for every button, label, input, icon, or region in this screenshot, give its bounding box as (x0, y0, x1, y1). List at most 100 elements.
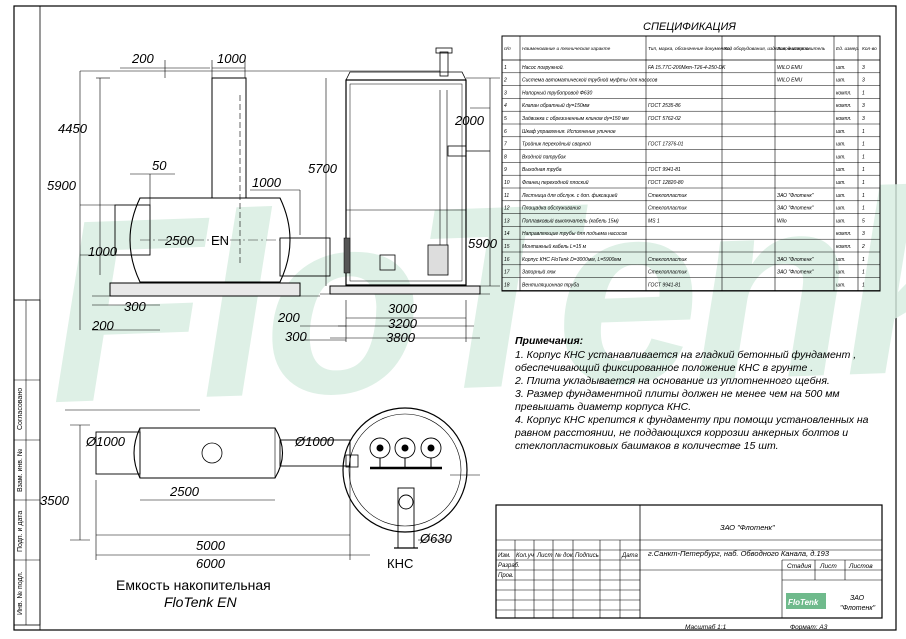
spec-cell: 15 (504, 244, 510, 250)
label-kns-plan: КНС (387, 556, 413, 571)
spec-cell: Входной патрубок (522, 153, 566, 160)
flotenk-logo (786, 593, 826, 609)
spec-table: СПЕЦИФИКАЦИЯ (501, 21, 881, 292)
spec-cell: 18 (504, 282, 510, 288)
stamp-listov: Листов (848, 563, 873, 570)
side-stamp: Согласовано Взам. инв. № Подп. и дата Ин… (13, 299, 41, 626)
dim-1000-plan: Ø1000 (85, 434, 126, 449)
dim-300-kns: 300 (285, 329, 307, 344)
plan-view (65, 407, 480, 560)
spec-cell: шт. (836, 65, 846, 71)
label-en-side: EN (211, 233, 229, 248)
spec-cell: 11 (504, 193, 509, 199)
dim-2500-side: 2500 (164, 233, 195, 248)
spec-cell: 3 (862, 231, 865, 237)
dim-5700: 5700 (308, 161, 338, 176)
spec-cell: компл. (836, 244, 852, 250)
dim-200-top: 200 (131, 51, 154, 66)
spec-header-cell: п/п (504, 46, 511, 52)
dim-3000: 3000 (388, 301, 418, 316)
watermark-logo: FloTenk (43, 135, 906, 458)
spec-cell: FA 15.77С-200Мкт-Т26-4-250-DK (648, 65, 726, 71)
spec-cell: 7 (504, 142, 507, 148)
spec-cell: 1 (862, 142, 865, 148)
spec-cell: шт. (836, 142, 846, 148)
side-stamp-agreed: Согласовано (17, 388, 24, 430)
spec-cell: шт. (836, 206, 846, 212)
tank-title-1: Емкость накопительная (116, 577, 271, 593)
spec-cell: 5 (862, 218, 865, 224)
spec-cell: 1 (862, 180, 865, 186)
note-line: равном расстоянии, не поддающихся корроз… (514, 427, 848, 439)
spec-cell: шт. (836, 270, 846, 276)
stamp-company: ЗАО "Флотенк" (720, 523, 775, 532)
spec-cell: 3 (862, 116, 865, 122)
kns-side-view (300, 47, 500, 342)
spec-cell: Стеклопластик (648, 193, 687, 199)
stamp-stadiya: Стадия (787, 562, 812, 570)
spec-cell: 1 (862, 270, 865, 276)
stamp-logo-text: FloTenk (788, 598, 819, 607)
stamp-col-date: Дата (621, 553, 638, 559)
note-line: превышать диаметр корпуса КНС. (515, 401, 691, 413)
spec-cell: 13 (504, 218, 510, 224)
spec-cell: ГОСТ 9941-81 (648, 282, 681, 288)
spec-cell: 3 (862, 78, 865, 84)
spec-cell: 1 (862, 167, 865, 173)
spec-cell: 4 (504, 103, 507, 109)
stamp-format: Формат: А3 (790, 624, 828, 631)
spec-cell: Лестница для обслуж. с доп. фиксацией (521, 192, 618, 199)
stamp-col-koluch: Кол.уч (516, 553, 534, 559)
tank-title-2: FloTenk EN (164, 594, 238, 610)
spec-cell: ГОСТ 9941-81 (648, 167, 681, 173)
spec-cell: ГОСТ 12820-80 (648, 180, 684, 186)
spec-cell: 1 (862, 154, 865, 160)
stamp-col-sign: Подпись (575, 553, 599, 559)
note-line: обеспечивающий фиксированное положение К… (515, 362, 813, 374)
spec-cell: ЗАО "Флотенк" (777, 193, 814, 199)
dim-1000-mid: 1000 (252, 175, 282, 190)
stamp-company-short-1: ЗАО (850, 595, 865, 602)
stamp-address: г.Санкт-Петербург, наб. Обводного Канала… (648, 549, 830, 558)
spec-header-cell: Наименование и техническая характе (522, 46, 611, 52)
spec-cell: Задвижка с обрезиненным клином dy=150 мм (522, 116, 629, 122)
spec-cell: Фланец переходной плоский (522, 179, 589, 186)
spec-cell: 1 (504, 65, 507, 71)
spec-cell: 1 (862, 129, 865, 135)
spec-cell: Вентиляционная труба (522, 282, 579, 288)
note-line: 1. Корпус КНС устанавливается на гладкий… (515, 349, 856, 361)
dim-5900-right: 5900 (468, 236, 498, 251)
spec-cell: Выходная труба (522, 167, 562, 173)
spec-cell: Запорный люк (522, 269, 556, 276)
spec-cell: Система автоматической трубной муфты для… (522, 77, 658, 84)
spec-cell: шт. (836, 167, 846, 173)
spec-cell: шт. (836, 180, 846, 186)
dim-200-kns: 200 (277, 310, 300, 325)
spec-cell: Шкаф управления. Исполнение уличное (522, 129, 616, 135)
notes-title: Примечания: (515, 335, 583, 347)
spec-cell: 14 (504, 231, 510, 237)
spec-cell: 5 (504, 116, 507, 122)
dim-1000-top: 1000 (217, 51, 247, 66)
spec-cell: шт. (836, 282, 846, 288)
spec-header-cell: Завод-изготовитель (777, 46, 826, 52)
side-stamp-replace: Взам. инв. № (17, 449, 24, 492)
note-line: 4. Корпус КНС крепится к фундаменту при … (515, 414, 869, 426)
spec-cell: 17 (504, 270, 510, 276)
spec-cell: MS 1 (648, 218, 660, 224)
side-stamp-sign: Подп. и дата (17, 511, 24, 552)
spec-cell: шт. (836, 154, 846, 160)
spec-cell: ГОСТ 17376-01 (648, 142, 684, 148)
spec-cell: шт. (836, 78, 846, 84)
spec-cell: компл. (836, 116, 852, 122)
spec-cell: Стеклопластик (648, 257, 687, 263)
spec-cell: ГОСТ 5762-02 (648, 116, 681, 122)
spec-cell: ЗАО "Флотенк" (777, 270, 814, 276)
dim-50: 50 (152, 158, 167, 173)
stamp-col-ndoc: № док. (555, 552, 574, 559)
spec-header-cell: Код оборудования, изделия, материа (724, 46, 809, 52)
spec-header-cell: Ед. измер. (836, 46, 859, 52)
spec-cell: Корпус КНС FloTenk D=3000мм, L=5900мм (522, 257, 622, 263)
spec-cell: WILO EMU (777, 65, 803, 71)
spec-cell: 9 (504, 167, 507, 173)
